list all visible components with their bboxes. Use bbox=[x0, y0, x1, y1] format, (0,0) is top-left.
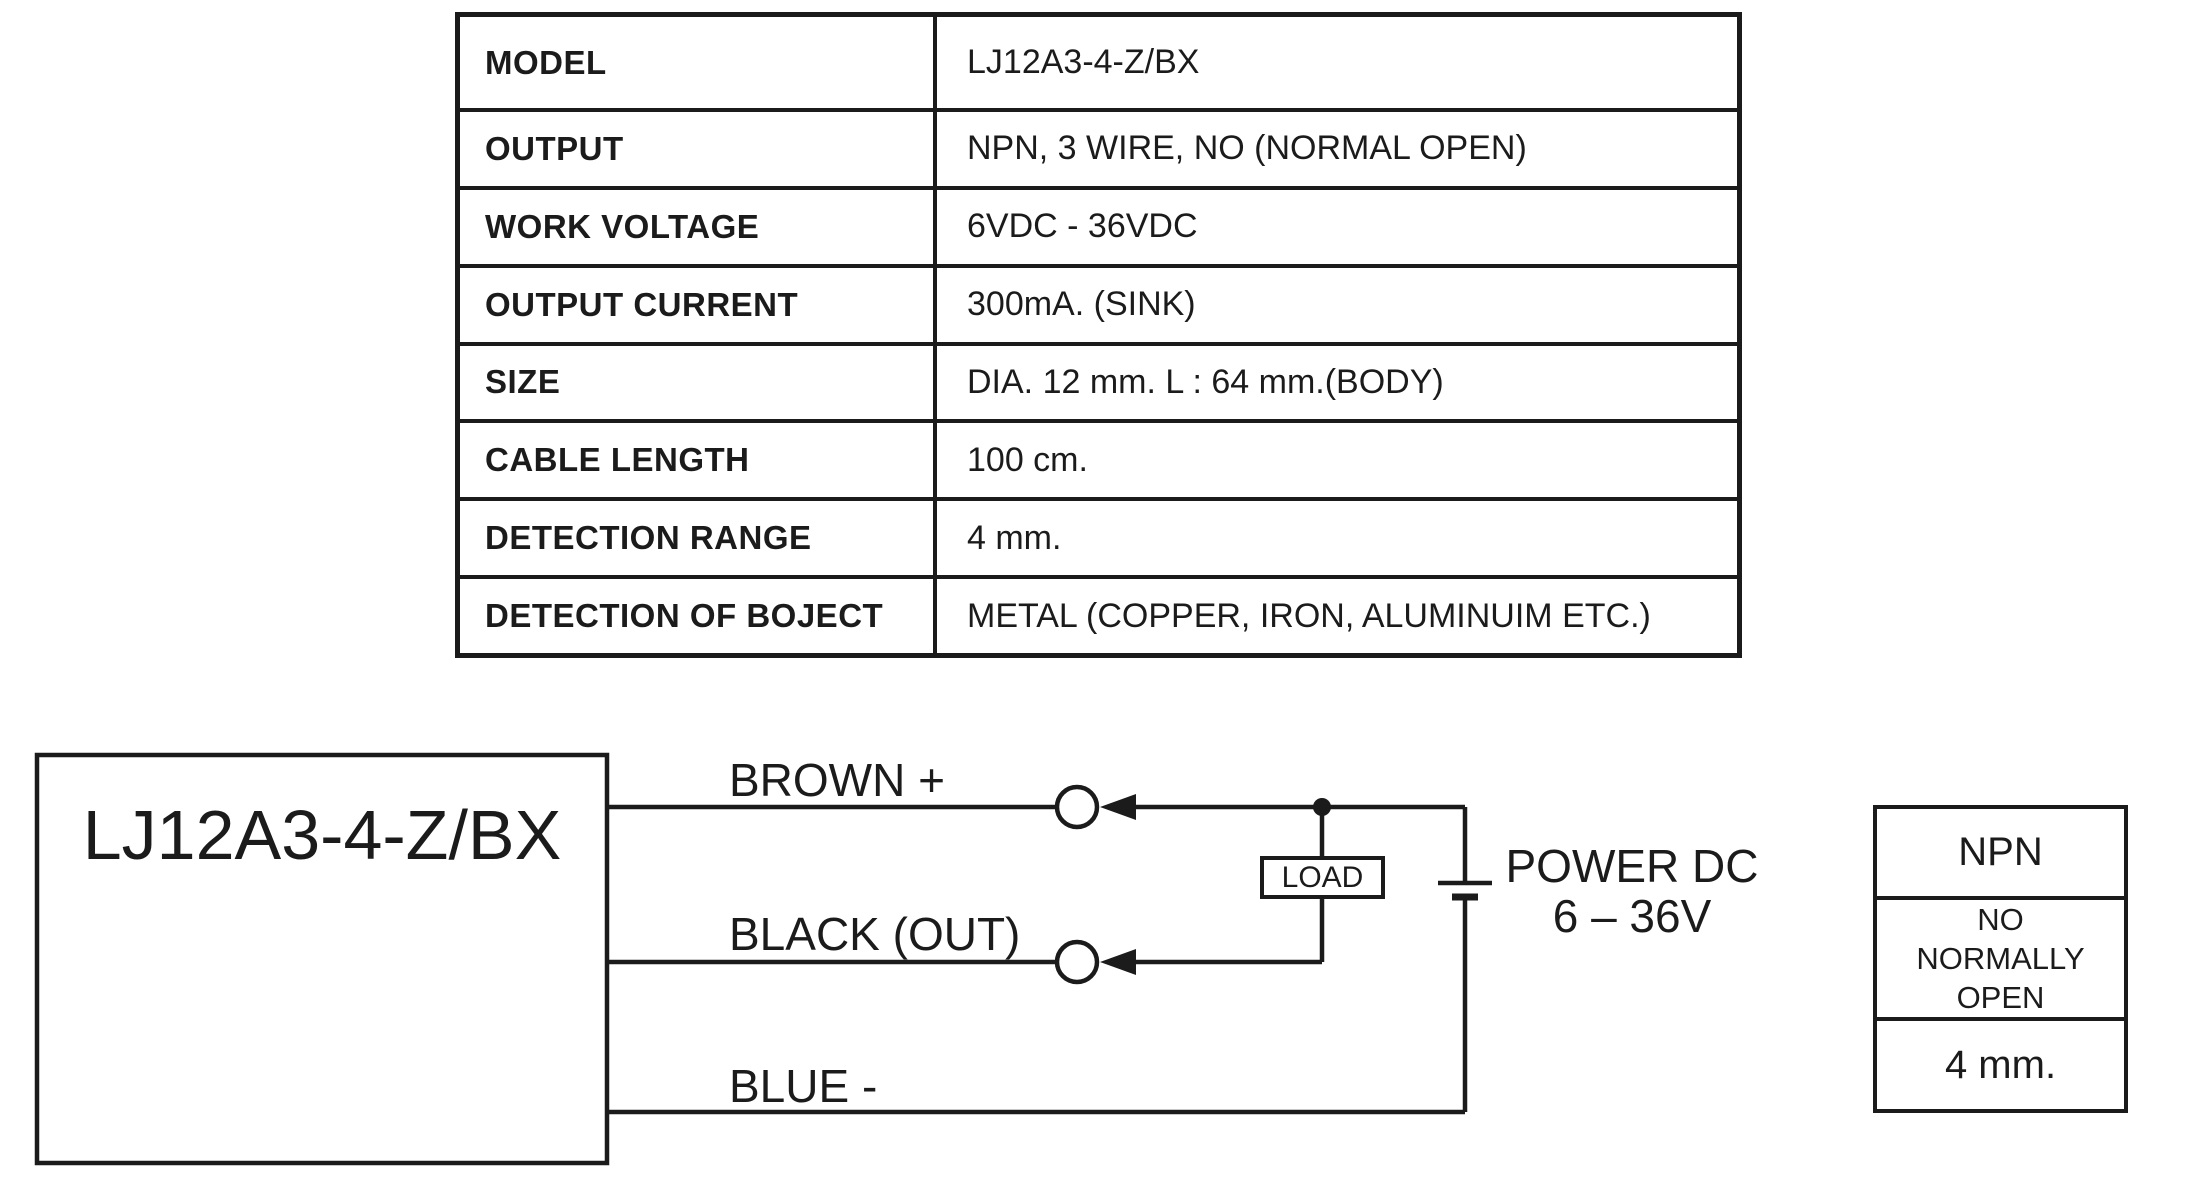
npn-mode-label: NO NORMALLY OPEN bbox=[1877, 896, 2124, 1017]
brown-terminal-circle bbox=[1054, 784, 1100, 830]
spec-label-model: MODEL bbox=[460, 17, 937, 108]
spec-value-detection-object: METAL (COPPER, IRON, ALUMINUIM ETC.) bbox=[937, 575, 1737, 653]
spec-label-cable-length: CABLE LENGTH bbox=[460, 419, 937, 498]
black-wire-label: BLACK (OUT) bbox=[729, 908, 1021, 960]
battery-icon bbox=[1438, 880, 1492, 901]
sensor-box-outline bbox=[34, 752, 610, 1166]
spec-value-output-current: 300mA. (SINK) bbox=[937, 263, 1737, 342]
load-box-outline bbox=[1260, 856, 1385, 899]
spec-label-output: OUTPUT bbox=[460, 108, 937, 186]
spec-value-detection-range: 4 mm. bbox=[937, 497, 1737, 575]
power-supply-line1: POWER DC bbox=[1505, 840, 1759, 892]
spec-label-size: SIZE bbox=[460, 341, 937, 420]
spec-value-output: NPN, 3 WIRE, NO (NORMAL OPEN) bbox=[937, 108, 1737, 186]
load-label: LOAD bbox=[1281, 860, 1364, 894]
black-arrow-icon bbox=[1100, 949, 1136, 975]
blue-wire-label: BLUE - bbox=[729, 1060, 878, 1112]
spec-value-cable-length: 100 cm. bbox=[937, 419, 1737, 497]
spec-label-detection-range: DETECTION RANGE bbox=[460, 497, 937, 576]
npn-mode-line2: NORMALLY bbox=[1916, 941, 2085, 976]
spec-label-work-voltage: WORK VOLTAGE bbox=[460, 185, 937, 264]
npn-range-label: 4 mm. bbox=[1877, 1017, 2124, 1109]
brown-wire-label: BROWN + bbox=[729, 754, 945, 806]
black-terminal-circle bbox=[1054, 939, 1100, 985]
brown-arrow-icon bbox=[1100, 794, 1136, 820]
npn-mode-line3: OPEN bbox=[1956, 980, 2045, 1015]
npn-mode-line1: NO bbox=[1977, 902, 2024, 937]
spec-value-size: DIA. 12 mm. L : 64 mm.(BODY) bbox=[937, 341, 1737, 420]
power-supply-label: POWER DC 6 – 36V bbox=[1487, 841, 1777, 941]
spec-value-work-voltage: 6VDC - 36VDC bbox=[937, 185, 1737, 264]
spec-table: MODEL LJ12A3-4-Z/BX OUTPUT NPN, 3 WIRE, … bbox=[455, 12, 1742, 658]
spec-value-model: LJ12A3-4-Z/BX bbox=[967, 43, 1200, 81]
npn-type-label: NPN bbox=[1958, 830, 2043, 874]
spec-label-output-current: OUTPUT CURRENT bbox=[460, 263, 937, 342]
npn-summary-box: NPN NO NORMALLY OPEN 4 mm. bbox=[1873, 805, 2128, 1113]
spec-label-detection-object: DETECTION OF BOJECT bbox=[460, 575, 937, 653]
sensor-model-label: LJ12A3-4-Z/BX bbox=[82, 796, 562, 874]
power-supply-line2: 6 – 36V bbox=[1552, 890, 1712, 942]
junction-dot bbox=[1313, 798, 1331, 816]
